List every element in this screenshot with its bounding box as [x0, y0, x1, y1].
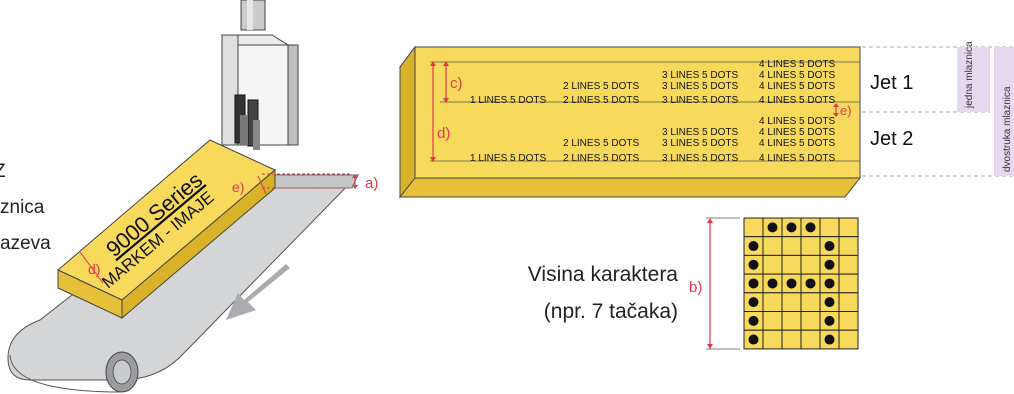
matrix-dot — [824, 259, 835, 270]
char-height-group: Visina karaktera (npr. 7 tačaka) b) — [528, 217, 859, 350]
matrix-dot — [748, 241, 759, 252]
dot-row-text: 2 LINES 5 DOTS — [563, 153, 639, 164]
product-label-d: d) — [88, 261, 100, 277]
matrix-cell — [838, 217, 859, 238]
box-label-c: c) — [450, 75, 463, 92]
dot-row-text: 4 LINES 5 DOTS — [759, 116, 835, 127]
matrix-dot — [767, 278, 778, 289]
dot-row-text: 4 LINES 5 DOTS — [759, 70, 835, 81]
dot-row-text: 1 LINES 5 DOTS — [470, 95, 546, 106]
dot-row-text: 4 LINES 5 DOTS — [759, 153, 835, 164]
dot-row-text: 4 LINES 5 DOTS — [759, 81, 835, 92]
dot-matrix-grid — [743, 217, 859, 350]
matrix-cell — [800, 311, 821, 331]
matrix-cell — [781, 311, 802, 331]
label-b: b) — [689, 279, 702, 296]
matrix-cell — [800, 292, 821, 312]
matrix-cell — [800, 254, 821, 275]
matrix-cell — [838, 236, 859, 256]
product-label-e: e) — [232, 179, 244, 195]
dot-row-text: 3 LINES 5 DOTS — [662, 81, 738, 92]
matrix-dot — [805, 278, 816, 289]
matrix-cell — [762, 236, 783, 256]
left-caption-line1: Z — [0, 161, 6, 182]
dot-row-text: 3 LINES 5 DOTS — [662, 70, 738, 81]
matrix-dot — [748, 278, 759, 289]
matrix-cell — [838, 254, 859, 275]
matrix-dot — [824, 241, 835, 252]
dot-row-text: 4 LINES 5 DOTS — [759, 95, 835, 106]
matrix-cell — [781, 254, 802, 275]
conveyor-illustration: 9000 Series MARKEM - IMAJE d) e) a) — [7, 0, 378, 393]
label-a: a) — [365, 175, 378, 192]
matrix-cell — [781, 292, 802, 312]
matrix-cell — [762, 254, 783, 275]
matrix-cell — [762, 329, 783, 350]
matrix-cell — [743, 217, 764, 238]
dot-row-text: 3 LINES 5 DOTS — [662, 127, 738, 138]
matrix-cell — [800, 329, 821, 350]
dot-row-text: 2 LINES 5 DOTS — [563, 95, 639, 106]
char-height-line1: Visina karaktera — [528, 263, 679, 286]
dot-row-text: 4 LINES 5 DOTS — [759, 127, 835, 138]
matrix-cell — [762, 311, 783, 331]
jet-labels: Jet 1 Jet 2 jedna mlaznica dvostruka mla… — [862, 41, 1014, 177]
matrix-cell — [838, 273, 859, 294]
single-nozzle-label: jedna mlaznica — [964, 41, 975, 109]
box-label-e: e) — [840, 103, 852, 118]
matrix-dot — [824, 278, 835, 289]
product-box: 9000 Series MARKEM - IMAJE d) e) — [57, 139, 276, 320]
matrix-dot — [824, 297, 835, 308]
matrix-dot — [748, 297, 759, 308]
matrix-cell — [838, 311, 859, 331]
dot-row-text: 3 LINES 5 DOTS — [662, 153, 738, 164]
dot-row-text: 3 LINES 5 DOTS — [662, 138, 738, 149]
matrix-cell — [781, 236, 802, 256]
matrix-cell — [838, 329, 859, 350]
conveyor-belt — [7, 174, 360, 381]
double-nozzle-band — [994, 47, 1014, 176]
matrix-dot — [805, 222, 816, 233]
char-height-line2: (npr. 7 tačaka) — [544, 300, 678, 323]
left-caption-line3: azeva — [0, 233, 51, 254]
dot-row-text: 3 LINES 5 DOTS — [662, 95, 738, 106]
matrix-cell — [838, 292, 859, 312]
matrix-dot — [748, 259, 759, 270]
matrix-dot — [824, 315, 835, 326]
matrix-dot — [748, 334, 759, 345]
matrix-dot — [824, 334, 835, 345]
matrix-dot — [786, 222, 797, 233]
motion-arrow-icon — [226, 264, 290, 320]
dot-row-text: 2 LINES 5 DOTS — [563, 138, 639, 149]
dot-row-text: 4 LINES 5 DOTS — [759, 138, 835, 149]
dot-row-text: 4 LINES 5 DOTS — [759, 59, 835, 70]
matrix-cell — [762, 292, 783, 312]
matrix-dot — [786, 278, 797, 289]
dot-row-text: 2 LINES 5 DOTS — [563, 81, 639, 92]
double-nozzle-label: dvostruka mlaznica — [1002, 86, 1013, 172]
box-label-d: d) — [437, 125, 450, 142]
matrix-cell — [781, 329, 802, 350]
single-nozzle-band — [957, 47, 990, 112]
print-head — [220, 0, 299, 150]
matrix-dot — [748, 315, 759, 326]
matrix-dot — [767, 222, 778, 233]
jet2-label: Jet 2 — [870, 128, 913, 150]
matrix-cell — [819, 217, 840, 238]
dot-row-text: 1 LINES 5 DOTS — [470, 153, 546, 164]
matrix-cell — [800, 236, 821, 256]
left-caption-line2: znica — [0, 197, 45, 218]
dot-rows-group: 4 LINES 5 DOTS 3 LINES 5 DOTS 4 LINES 5 DO… — [470, 59, 835, 164]
jet1-label: Jet 1 — [870, 72, 913, 94]
